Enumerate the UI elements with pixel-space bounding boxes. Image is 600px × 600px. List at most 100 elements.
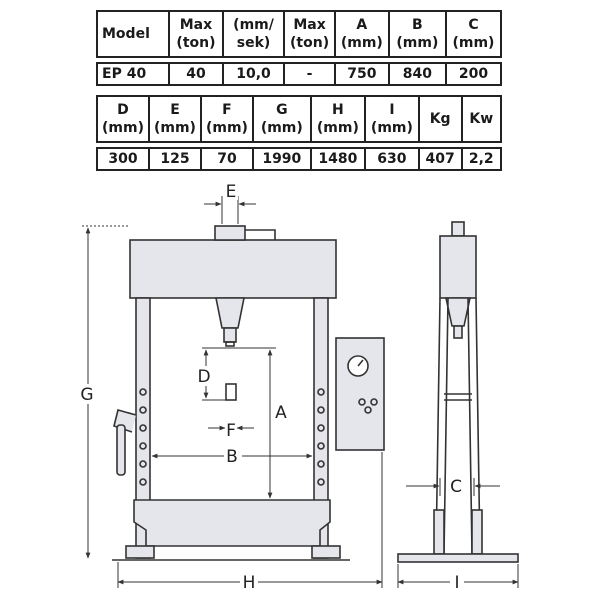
value-b: 840 [387,62,447,86]
label-bg [240,572,258,592]
header-f: F (mm) [199,95,254,143]
hole [317,406,325,414]
hole [317,388,325,396]
value-d: 300 [96,147,150,171]
header-speed: (mm/ sek) [221,10,286,58]
control-box [335,337,385,451]
label-bg [196,366,214,386]
header-b: B (mm) [387,10,447,58]
top-beam [129,239,337,299]
label-e: E [226,182,237,202]
value-max-ton-2: - [283,62,336,86]
value-e: 125 [147,147,202,171]
side-top-beam [439,235,477,299]
label-bg [78,384,96,404]
header-max-ton: Max (ton) [168,10,224,58]
lever-handle [116,424,126,476]
press-tool [225,383,237,401]
header-i: I (mm) [364,95,420,143]
label-h: H [243,573,256,593]
header-d: D (mm) [96,95,150,143]
hole [139,460,147,468]
label-bg [224,182,238,200]
header-g-text: G (mm) [260,102,303,136]
hole [317,424,325,432]
side-view [397,221,519,563]
spec-table-2-header-row: D (mm) E (mm) F (mm) G (mm) H (mm) I (mm… [96,95,503,143]
spec-table-1-header-row: Model Max (ton) (mm/ sek) Max (ton) A (m… [95,10,503,58]
gauge-needle [357,359,364,367]
side-ram [445,297,471,327]
label-c: C [450,477,462,497]
control-knob [370,398,378,406]
header-d-text: D (mm) [102,102,144,136]
dimension-labels: E G D F A B H C I [78,182,465,593]
header-c-text: C (mm) [452,17,495,51]
left-column-holes [139,388,147,486]
label-b: B [226,447,238,467]
spec-table-2: D (mm) E (mm) F (mm) G (mm) H (mm) I (mm… [96,95,503,171]
header-kg: Kg [417,95,463,143]
value-model: EP 40 [95,62,171,86]
press-technical-drawing: E G D F A B H C I [78,182,519,593]
hole [139,424,147,432]
control-knob [358,398,366,406]
side-piston [453,325,463,339]
left-foot [125,545,155,559]
right-foot [311,545,341,559]
header-i-text: I (mm) [370,102,413,136]
label-a: A [275,403,287,423]
hole [139,442,147,450]
hole [317,478,325,486]
header-f-text: F (mm) [205,102,248,136]
value-kw: 2,2 [460,147,503,171]
hole [139,406,147,414]
label-bg [447,476,465,496]
header-a-text: A (mm) [340,17,383,51]
value-h: 1480 [309,147,367,171]
value-i: 630 [364,147,420,171]
control-knob [364,406,372,414]
value-kg: 407 [417,147,463,171]
hole [317,460,325,468]
label-g: G [80,385,93,405]
label-f: F [226,421,236,441]
hole [139,478,147,486]
side-support-right [471,509,483,555]
label-d: D [197,367,210,387]
hole [139,388,147,396]
value-c: 200 [444,62,503,86]
header-h: H (mm) [309,95,367,143]
label-bg [224,446,242,466]
header-max-ton-text: Max (ton) [176,17,216,51]
label-i: I [454,573,459,593]
spec-table-2-value-row: 300 125 70 1990 1480 630 407 2,2 [96,147,503,171]
header-e: E (mm) [147,95,202,143]
value-speed: 10,0 [221,62,286,86]
right-column-holes [317,388,325,486]
work-table [133,499,331,547]
value-g: 1990 [251,147,312,171]
header-c: C (mm) [444,10,503,58]
header-speed-text: (mm/ sek) [233,17,274,51]
header-b-text: B (mm) [396,17,439,51]
side-base-plate [397,553,519,563]
top-cylinder [214,225,246,241]
header-e-text: E (mm) [153,102,196,136]
hole [317,442,325,450]
hydraulic-line [245,229,276,240]
header-a: A (mm) [333,10,390,58]
front-view [112,225,385,561]
header-h-text: H (mm) [316,102,359,136]
header-model: Model [95,10,171,58]
header-g: G (mm) [251,95,312,143]
label-bg [272,402,290,422]
spec-table-1-value-row: EP 40 40 10,0 - 750 840 200 [95,62,503,86]
side-support-left [433,509,445,555]
header-max-ton-2: Max (ton) [283,10,336,58]
ram-cone [215,297,245,329]
ram-tip [225,341,235,347]
value-max-ton: 40 [168,62,224,86]
ram-piston [223,327,237,343]
value-a: 750 [333,62,390,86]
